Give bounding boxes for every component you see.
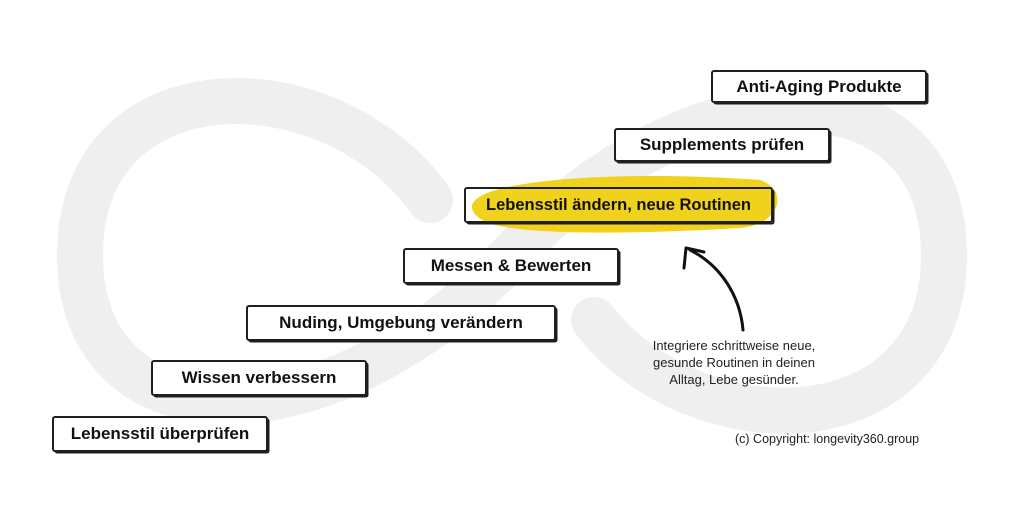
step-lebensstil-aendern: Lebensstil ändern, neue Routinen: [464, 187, 773, 223]
step-wissen-verbessern: Wissen verbessern: [151, 360, 367, 396]
step-anti-aging-produkte: Anti-Aging Produkte: [711, 70, 927, 103]
annotation-line: Alltag, Lebe gesünder.: [669, 372, 799, 387]
step-label: Anti-Aging Produkte: [736, 76, 902, 96]
annotation-text: Integriere schrittweise neue, gesunde Ro…: [628, 337, 840, 388]
copyright-text: (c) Copyright: longevity360.group: [735, 432, 920, 446]
step-nuding-umgebung: Nuding, Umgebung verändern: [246, 305, 556, 341]
step-label: Lebensstil überprüfen: [70, 424, 250, 443]
step-label: Nuding, Umgebung verändern: [279, 313, 523, 332]
annotation-line: Integriere schrittweise neue,: [652, 338, 816, 353]
step-label: Wissen verbessern: [181, 368, 337, 387]
step-messen-bewerten: Messen & Bewerten: [403, 248, 619, 284]
step-label: Supplements prüfen: [639, 135, 805, 154]
step-supplements-pruefen: Supplements prüfen: [614, 128, 830, 162]
step-label: Messen & Bewerten: [430, 256, 592, 275]
step-lebensstil-ueberpruefen: Lebensstil überprüfen: [52, 416, 268, 452]
annotation-line: gesunde Routinen in deinen: [653, 355, 815, 370]
step-label: Lebensstil ändern, neue Routinen: [486, 195, 751, 214]
